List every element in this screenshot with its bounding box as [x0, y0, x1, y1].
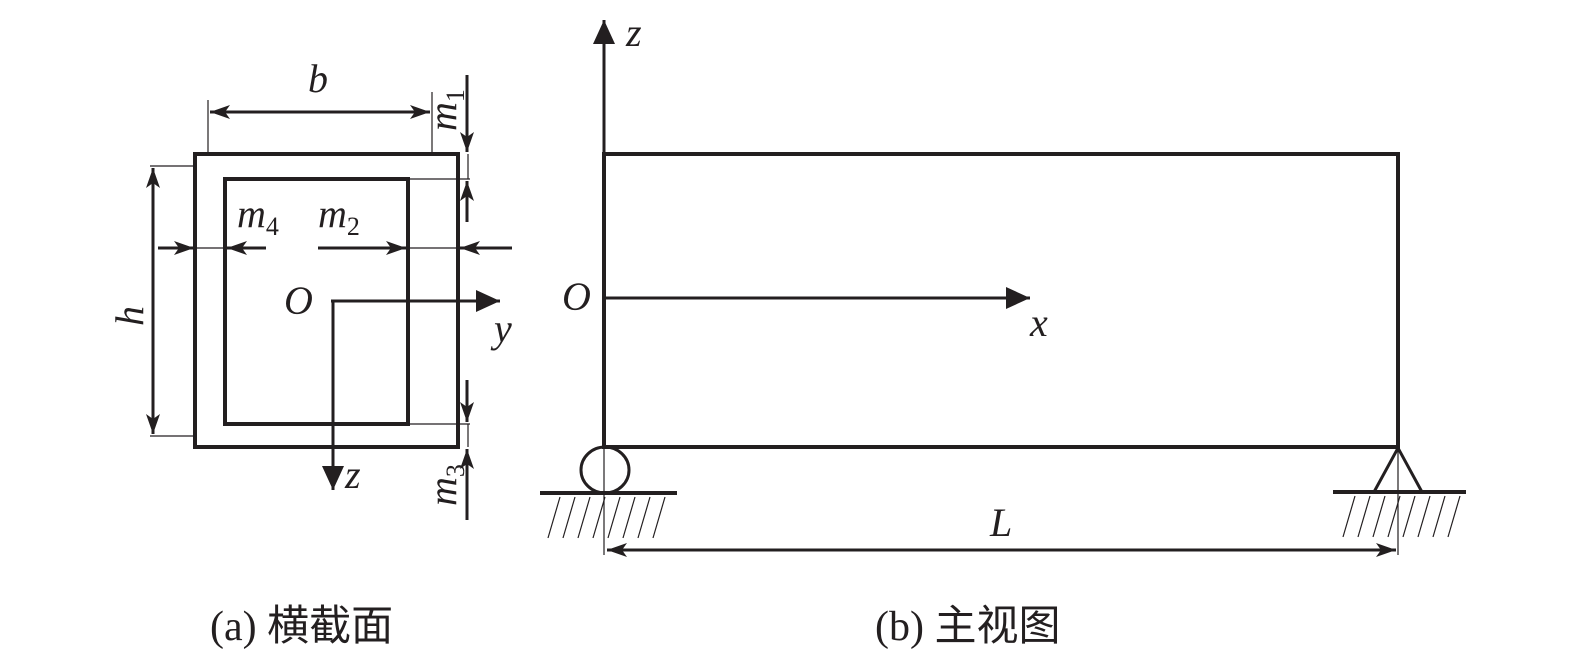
z-axis-label: z [625, 10, 642, 55]
roller-support [540, 445, 677, 539]
beam-body [602, 152, 1400, 449]
b-label: b [308, 56, 328, 101]
z-axis-label: z [344, 452, 361, 497]
m1-label: m1 [420, 89, 470, 131]
front-view: z O x [540, 10, 1466, 650]
origin-label: O [562, 274, 591, 319]
length-label: L [989, 500, 1012, 545]
front-view-caption: (b) 主视图 [875, 604, 1060, 650]
cross-section: b h m4 m2 m1 m3 O y z (a) 横截面 [107, 56, 512, 650]
origin-label: O [284, 278, 313, 323]
m2-label: m2 [318, 191, 360, 241]
cross-section-caption: (a) 横截面 [210, 604, 393, 650]
x-axis-label: x [1029, 300, 1048, 345]
m3-label: m3 [420, 464, 470, 506]
y-axis-label: y [490, 306, 512, 351]
h-label: h [107, 306, 152, 326]
m4-label: m4 [237, 191, 279, 241]
pin-support [1333, 444, 1466, 538]
